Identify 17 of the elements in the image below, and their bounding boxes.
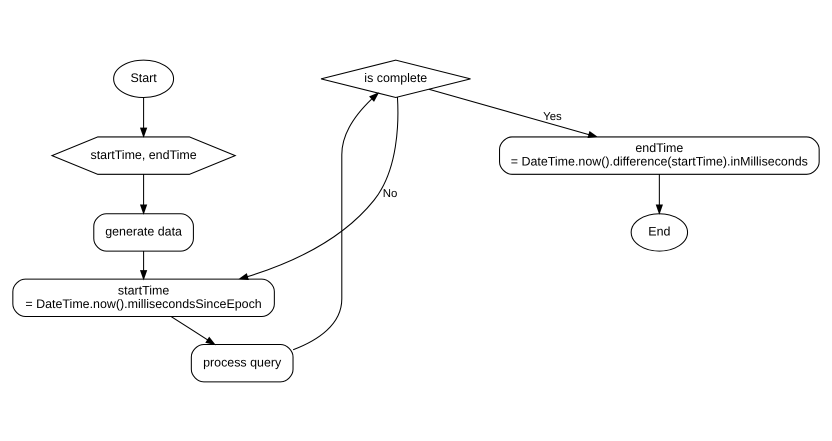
- arrow: [656, 174, 663, 214]
- arrow: [171, 316, 216, 345]
- node-box: startTime = DateTime.now().millisecondsSinceEpoch: [12, 278, 275, 316]
- node-diamond: is complete: [320, 59, 472, 98]
- arrow: [140, 97, 148, 138]
- node-box: process query: [190, 343, 294, 382]
- arrow: [292, 92, 380, 350]
- node-ellipse: End: [630, 212, 688, 252]
- node-ellipse: Start: [113, 59, 174, 98]
- edge-label: Yes: [543, 110, 562, 123]
- arrow: [238, 96, 398, 280]
- node-box: generate data: [93, 212, 194, 252]
- node-box: endTime = DateTime.now().difference(startTime).inMilliseconds: [499, 136, 820, 174]
- arrow: [428, 88, 598, 138]
- arrow: [140, 250, 148, 280]
- edge-label: No: [382, 187, 398, 200]
- arrow: [140, 174, 148, 214]
